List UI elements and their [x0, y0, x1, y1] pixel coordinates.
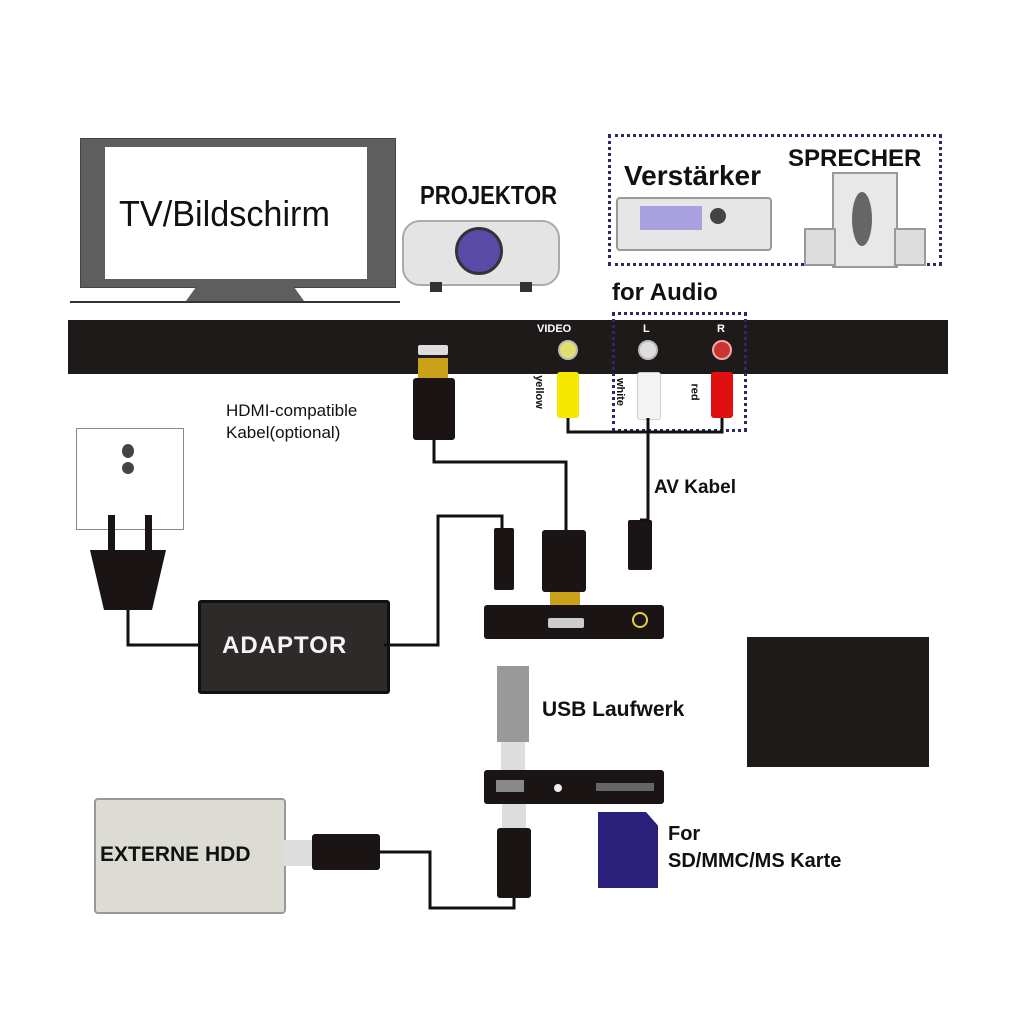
plug-pin — [108, 515, 115, 551]
socket-hole — [122, 462, 134, 474]
hdmi-port — [418, 345, 448, 355]
speaker-label: SPRECHER — [788, 145, 922, 172]
av-jack-rear — [632, 612, 648, 628]
white-rca-plug — [637, 372, 661, 420]
external-hdd-label: EXTERNE HDD — [100, 843, 251, 866]
hdd-usb-connector — [284, 840, 314, 866]
media-player-top-view — [747, 637, 929, 767]
projector-label: PROJEKTOR — [420, 180, 558, 210]
hdmi-plug-tip — [418, 358, 448, 378]
usb-cable-connector — [502, 804, 526, 828]
device-back-panel — [68, 320, 948, 374]
amplifier-display — [640, 206, 702, 230]
yellow-rca-plug — [557, 372, 579, 418]
av-plug — [628, 520, 652, 570]
speaker-subwoofer — [832, 172, 898, 268]
sd-card — [598, 812, 658, 888]
video-jack — [558, 340, 578, 360]
usb-drive-label: USB Laufwerk — [542, 698, 685, 721]
audio-group-box — [608, 134, 942, 266]
socket-hole — [122, 444, 134, 458]
adaptor-label: ADAPTOR — [222, 632, 348, 659]
speaker-left — [804, 228, 836, 266]
hdmi-cable-label-line1: HDMI-compatible — [226, 401, 358, 420]
hdmi-cable-label-line2: Kabel(optional) — [226, 423, 341, 442]
video-port-label: VIDEO — [537, 323, 572, 335]
adaptor — [198, 600, 390, 694]
amplifier-knob — [710, 208, 726, 224]
card-label-line2: SD/MMC/MS Karte — [668, 850, 842, 872]
left-audio-jack — [638, 340, 658, 360]
projector-foot — [430, 282, 442, 292]
av-cable-label: AV Kabel — [654, 477, 737, 498]
tv-stand — [186, 287, 304, 301]
usb-port-front — [496, 780, 524, 792]
usb-drive-connector — [501, 742, 525, 770]
right-audio-jack — [712, 340, 732, 360]
left-port-label: L — [643, 323, 650, 335]
red-rca-plug — [711, 372, 733, 418]
tv-base — [70, 301, 400, 303]
hdmi-plug-lower-body — [542, 530, 586, 592]
tv-monitor: TV/Bildschirm — [80, 138, 396, 288]
dc-plug — [494, 528, 514, 590]
projector-lens — [455, 227, 503, 275]
usb-cable-plug — [497, 828, 531, 898]
speaker-right — [894, 228, 926, 266]
projector-foot — [520, 282, 532, 292]
tv-screen — [105, 147, 367, 279]
audio-group-label: for Audio — [612, 279, 718, 306]
tv-label: TV/Bildschirm — [119, 193, 330, 234]
hdmi-port-rear — [548, 618, 584, 628]
card-slot — [596, 783, 654, 791]
usb-drive — [497, 666, 529, 742]
hdmi-plug-body — [413, 378, 455, 440]
right-port-label: R — [717, 323, 725, 335]
card-label-line1: For — [668, 823, 701, 845]
speaker-cone — [852, 192, 872, 246]
hdd-usb-plug — [312, 834, 380, 870]
plug-pin — [145, 515, 152, 551]
power-plug — [90, 550, 166, 610]
amplifier-label: Verstärker — [624, 160, 762, 191]
ir-sensor — [554, 784, 562, 792]
